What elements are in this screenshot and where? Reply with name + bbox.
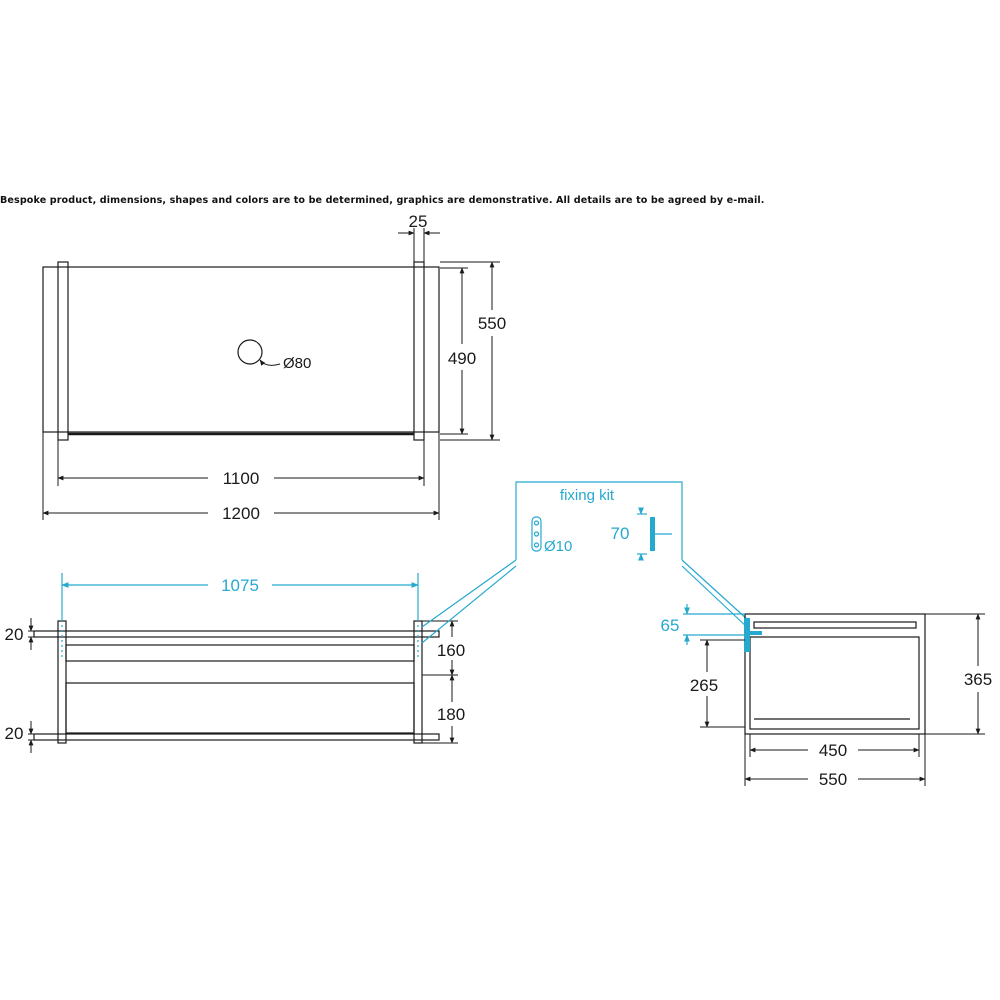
fixing-kit: fixing kit Ø10 70 (421, 481, 749, 644)
spacing-label: 1075 (221, 576, 259, 595)
disclaimer-note: Bespoke product, dimensions, shapes and … (0, 195, 765, 206)
side-top-shelf (753, 621, 917, 629)
inner-width-label: 1100 (223, 469, 260, 488)
side-overall-depth-label: 550 (819, 770, 847, 789)
front-rail-bottom (33, 733, 440, 741)
post-width-label: 25 (409, 212, 428, 231)
overall-width-label: 1200 (222, 504, 260, 523)
lower-gap-label: 180 (437, 705, 465, 724)
hole-diameter-label: Ø80 (283, 355, 311, 372)
fixing-kit-title: fixing kit (560, 487, 615, 504)
fixing-plate-icon (531, 516, 542, 552)
bracket-height-label: 70 (611, 524, 630, 543)
top-view-post-right (413, 261, 425, 441)
upper-gap-label: 160 (437, 641, 465, 660)
front-upper-tray (65, 644, 415, 662)
side-view: 65 265 365 450 550 (661, 604, 992, 789)
front-post-left (57, 620, 67, 744)
side-bracket (744, 618, 762, 652)
front-lower-tray (65, 682, 415, 734)
side-inner-box (749, 636, 920, 730)
fixing-offset-label: 65 (661, 616, 680, 635)
inner-depth-label: 490 (448, 349, 476, 368)
front-fixing-marks (61, 625, 419, 660)
hole-circle (237, 339, 263, 365)
top-view-post-left (57, 261, 69, 441)
fixing-hole-label: Ø10 (544, 538, 572, 555)
overall-depth-label: 550 (478, 314, 506, 333)
rail-height-top-label: 20 (5, 625, 24, 644)
top-view: Ø80 25 550 490 1100 1200 (42, 212, 506, 523)
inner-height-label: 265 (690, 676, 718, 695)
front-rail-top (33, 630, 440, 638)
side-outer-box (744, 613, 926, 735)
side-inner-depth-label: 450 (819, 741, 847, 760)
rail-height-bottom-label: 20 (5, 724, 24, 743)
front-view: 1075 20 20 160 180 (5, 573, 465, 753)
top-view-tray (42, 266, 440, 433)
front-post-right (413, 620, 423, 744)
bracket-icon (650, 517, 672, 551)
fixing-kit-frame (515, 481, 683, 560)
overall-height-label: 365 (964, 670, 992, 689)
hole-leader (259, 359, 281, 366)
